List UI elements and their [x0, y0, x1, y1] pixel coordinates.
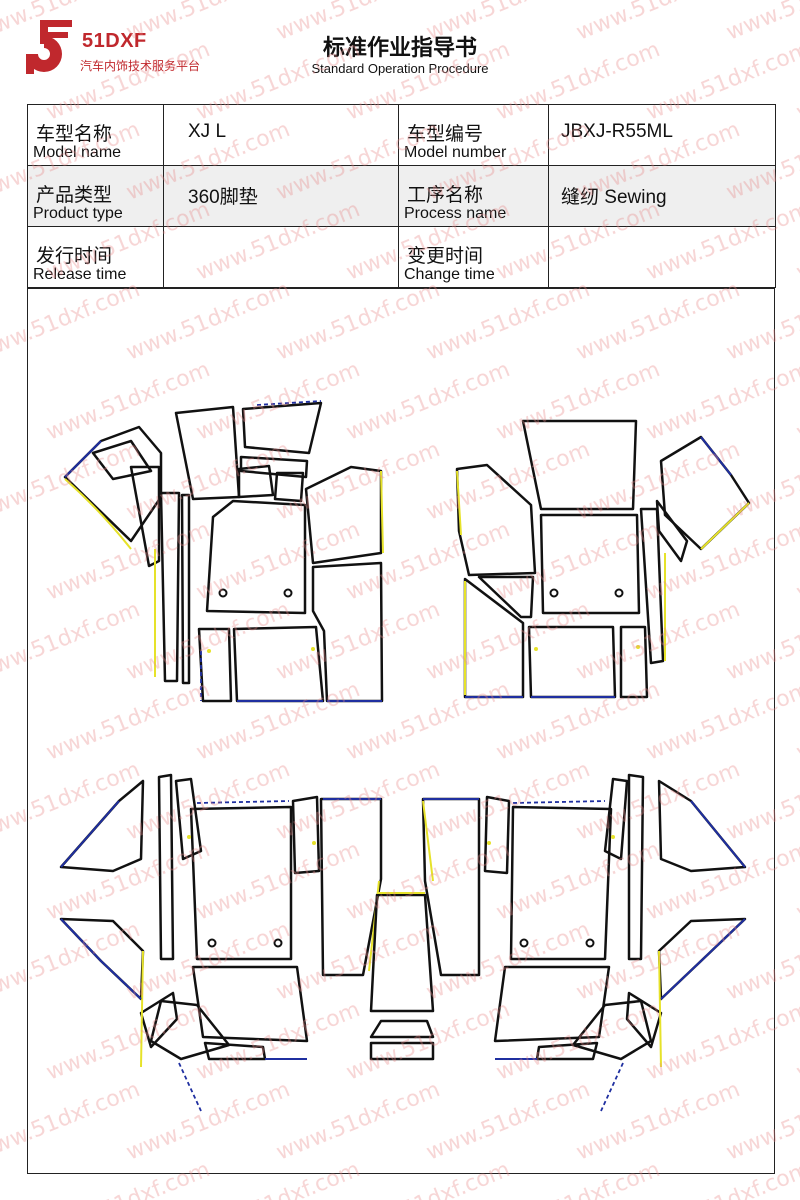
model-number-value: JBXJ-R55ML — [561, 121, 673, 142]
model-name-value-cell: XJ L — [163, 104, 399, 166]
mat-piece — [455, 463, 537, 577]
product-type-value-cell: 360脚垫 — [163, 165, 399, 227]
model-number-label: 车型编号 — [407, 123, 484, 145]
process-name-label-en: Process name — [404, 205, 507, 222]
release-time-value-cell — [163, 226, 399, 288]
change-time-label: 变更时间 — [407, 245, 484, 267]
lower-right-mat-group — [421, 773, 747, 1112]
process-name-label: 工序名称 — [407, 184, 484, 206]
mat-piece — [304, 465, 383, 565]
watermark-text: www.51dxf.com — [793, 1157, 800, 1200]
mat-piece — [369, 1041, 435, 1061]
mat-piece — [311, 561, 384, 703]
mat-piece — [639, 507, 665, 665]
change-time-label-cell: 变更时间 Change time — [398, 226, 549, 288]
release-time-label-en: Release time — [33, 266, 127, 283]
upper-right-mat-group — [455, 419, 751, 699]
mat-piece — [421, 797, 481, 977]
mat-piece — [571, 999, 653, 1061]
watermark-text: www.51dxf.com — [793, 357, 800, 445]
mat-piece — [527, 625, 617, 699]
brand-logo: 51DXF 汽车内饰技术服务平台 — [22, 18, 252, 78]
mat-piece — [159, 491, 181, 683]
floor-mat-pattern-drawing — [27, 288, 775, 1174]
mat-piece — [239, 455, 309, 479]
document-subtitle: Standard Operation Procedure — [311, 61, 489, 76]
mat-piece — [91, 439, 153, 481]
mat-piece — [189, 805, 293, 961]
mat-piece — [477, 575, 535, 619]
product-type-label-cell: 产品类型 Product type — [27, 165, 164, 227]
mat-piece — [157, 773, 175, 961]
product-type-label-en: Product type — [33, 205, 123, 222]
mat-piece — [241, 401, 323, 455]
mat-piece — [655, 499, 689, 563]
watermark-text: www.51dxf.com — [793, 517, 800, 605]
model-name-label-cell: 车型名称 Model name — [27, 104, 164, 166]
brand-subtitle: 汽车内饰技术服务平台 — [80, 59, 201, 73]
mat-piece — [237, 464, 275, 499]
upper-left-mat-group — [63, 400, 384, 703]
51dxf-logo-icon — [26, 20, 72, 74]
mat-piece — [291, 795, 321, 875]
release-time-label: 发行时间 — [36, 245, 113, 267]
change-time-value-cell — [548, 226, 776, 288]
mat-piece — [539, 513, 641, 615]
release-time-label-cell: 发行时间 Release time — [27, 226, 164, 288]
mat-piece — [174, 405, 241, 501]
lower-left-mat-group — [59, 773, 383, 1112]
change-time-label-en: Change time — [404, 266, 495, 283]
info-row-time: 发行时间 Release time 变更时间 Change time — [27, 226, 776, 288]
mat-piece — [205, 499, 307, 615]
mat-piece — [232, 625, 325, 703]
mat-piece — [509, 805, 613, 961]
info-row-product: 产品类型 Product type 360脚垫 工序名称 Process nam… — [27, 165, 776, 227]
mat-pattern-svg — [59, 400, 751, 1112]
center-mat-group — [369, 892, 435, 1061]
mat-piece — [197, 627, 233, 703]
product-type-value: 360脚垫 — [188, 187, 258, 208]
watermark-text: www.51dxf.com — [793, 197, 800, 285]
mat-piece — [174, 777, 203, 861]
mat-piece — [149, 999, 231, 1061]
model-number-label-en: Model number — [404, 144, 507, 161]
mat-piece — [619, 625, 649, 699]
watermark-text: www.51dxf.com — [793, 997, 800, 1085]
brand-name: 51DXF — [82, 30, 147, 52]
mat-piece — [59, 779, 145, 873]
mat-piece — [180, 493, 191, 685]
product-type-label: 产品类型 — [36, 184, 113, 206]
mat-piece — [659, 435, 751, 551]
mat-piece — [625, 991, 663, 1049]
model-name-label-en: Model name — [33, 144, 122, 161]
info-table: 车型名称 Model name XJ L 车型编号 Model number J… — [27, 104, 776, 288]
mat-piece — [129, 465, 161, 568]
watermark-text: www.51dxf.com — [793, 677, 800, 765]
document-title: 标准作业指导书 — [322, 36, 477, 61]
process-name-value: 缝纫 Sewing — [561, 187, 667, 208]
mat-piece — [483, 795, 511, 875]
mat-piece — [369, 1019, 435, 1039]
mat-piece — [603, 777, 629, 861]
watermark-text: www.51dxf.com — [793, 837, 800, 925]
mat-piece — [627, 773, 645, 961]
mat-piece — [203, 1041, 267, 1061]
mat-piece — [191, 965, 309, 1043]
mat-piece — [273, 471, 305, 503]
mat-piece — [463, 577, 525, 699]
mat-piece — [369, 893, 435, 1013]
mat-piece — [63, 425, 163, 543]
model-name-label: 车型名称 — [36, 123, 113, 145]
model-number-value-cell: JBXJ-R55ML — [548, 104, 776, 166]
mat-piece — [521, 419, 638, 511]
model-name-value: XJ L — [188, 121, 227, 142]
mat-piece — [657, 779, 747, 873]
model-number-label-cell: 车型编号 Model number — [398, 104, 549, 166]
mat-piece — [493, 965, 611, 1043]
info-row-model: 车型名称 Model name XJ L 车型编号 Model number J… — [27, 104, 776, 166]
process-name-value-cell: 缝纫 Sewing — [548, 165, 776, 227]
process-name-label-cell: 工序名称 Process name — [398, 165, 549, 227]
mat-piece — [139, 991, 179, 1049]
mat-piece — [535, 1041, 599, 1061]
